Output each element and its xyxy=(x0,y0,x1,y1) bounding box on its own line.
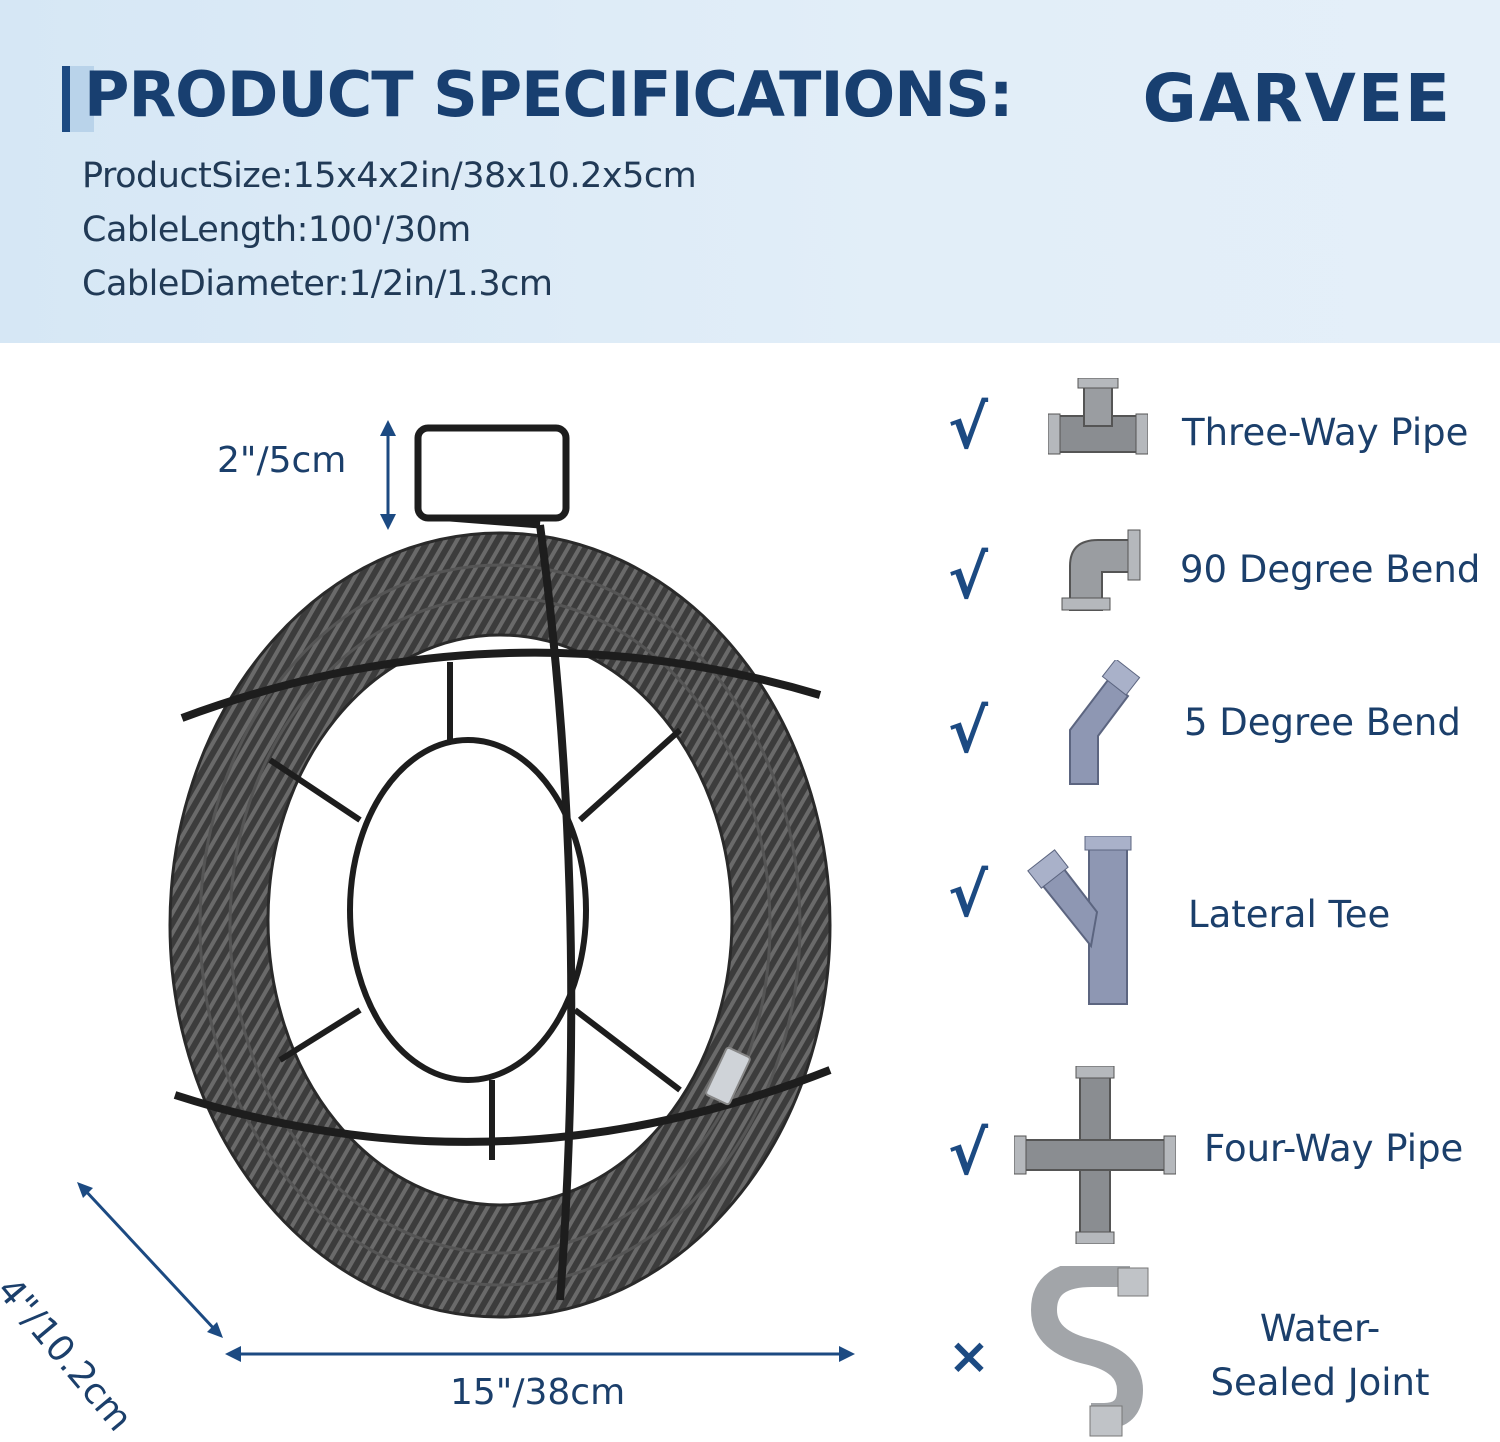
dimension-width-label: 15"/38cm xyxy=(450,1372,626,1413)
check-mark-icon: √ xyxy=(948,543,989,613)
spec-header: PRODUCT SPECIFICATIONS: GARVEE ProductSi… xyxy=(0,0,1500,343)
check-mark-icon: √ xyxy=(948,393,989,463)
width-arrow-icon xyxy=(225,1346,855,1362)
drain-cable-coil-image xyxy=(168,424,832,1319)
dimension-height-label: 2"/5cm xyxy=(217,440,347,481)
check-mark-icon: √ xyxy=(948,697,989,767)
ninety-degree-bend-icon xyxy=(1061,529,1141,611)
height-arrow-icon xyxy=(380,420,396,530)
compat-label-three-way-pipe: Three-Way Pipe xyxy=(1182,411,1469,454)
compat-label-lateral-tee: Lateral Tee xyxy=(1188,893,1391,936)
compat-label-five-degree-bend: 5 Degree Bend xyxy=(1184,701,1461,744)
four-way-pipe-icon xyxy=(1014,1066,1176,1244)
spec-product-size: ProductSize:15x4x2in/38x10.2x5cm xyxy=(82,156,697,196)
compat-label-water-sealed-joint-text: Water-Sealed Joint xyxy=(1210,1307,1430,1404)
compat-label-water-sealed-joint: Water-Sealed Joint xyxy=(1200,1302,1440,1410)
title-accent-bar xyxy=(62,66,70,132)
compat-label-ninety-degree-bend: 90 Degree Bend xyxy=(1180,548,1481,591)
x-mark-icon: × xyxy=(948,1327,990,1385)
three-way-pipe-icon xyxy=(1048,378,1148,455)
water-sealed-joint-icon xyxy=(1030,1266,1149,1437)
depth-arrow-icon xyxy=(77,1182,223,1338)
title-accent-bar-light xyxy=(70,66,94,132)
brand-logo: GARVEE xyxy=(1142,60,1452,137)
page-title: PRODUCT SPECIFICATIONS: xyxy=(84,58,1014,131)
check-mark-icon: √ xyxy=(948,861,989,931)
five-degree-bend-icon xyxy=(1069,660,1141,785)
spec-cable-length: CableLength:100'/30m xyxy=(82,210,471,250)
check-mark-icon: √ xyxy=(948,1119,989,1189)
compat-label-four-way-pipe: Four-Way Pipe xyxy=(1204,1127,1464,1170)
lateral-tee-icon xyxy=(1027,836,1132,1005)
spec-cable-diameter: CableDiameter:1/2in/1.3cm xyxy=(82,264,553,304)
